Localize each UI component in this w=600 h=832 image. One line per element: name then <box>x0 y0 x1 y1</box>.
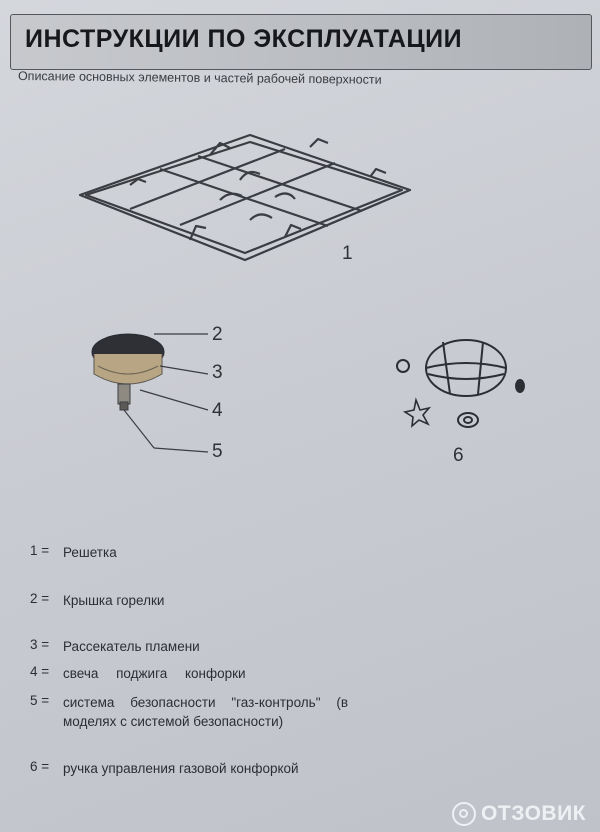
part-number-ignition-plug: 4 <box>212 400 223 421</box>
control-knob-illustration <box>396 339 525 428</box>
legend-number: 5 = <box>30 693 50 708</box>
legend-text: Крышка горелки <box>63 593 165 608</box>
page-subtitle: Описание основных элементов и частей раб… <box>17 69 382 87</box>
legend-text: ручка управления газовой конфоркой <box>63 761 299 776</box>
watermark: ОТЗОВИК <box>452 802 586 826</box>
legend-text: Рассекатель пламени <box>63 639 200 654</box>
grate-illustration <box>78 133 412 262</box>
page-title: ИНСТРУКЦИИ ПО ЭКСПЛУАТАЦИИ <box>25 25 463 53</box>
part-number-flame-spreader: 3 <box>212 362 223 383</box>
legend-text: Решетка <box>63 545 117 560</box>
legend-number: 4 = <box>30 664 50 679</box>
legend-number: 2 = <box>30 591 50 606</box>
part-number-burner-cap: 2 <box>212 324 223 345</box>
legend-number: 6 = <box>30 759 50 774</box>
legend-text: система безопасности "газ-контроль" (в м… <box>63 695 348 729</box>
legend-number: 1 = <box>30 543 50 558</box>
part-number-knob: 6 <box>453 445 464 466</box>
watermark-text: ОТЗОВИК <box>481 802 586 825</box>
part-number-safety-system: 5 <box>212 441 223 462</box>
burner-illustration <box>91 333 209 453</box>
legend-number: 3 = <box>30 637 50 652</box>
otzovik-logo-icon <box>452 802 477 826</box>
part-number-grate: 1 <box>342 243 353 264</box>
legend-text: свеча поджига конфорки <box>63 666 246 681</box>
header-bar: ИНСТРУКЦИИ ПО ЭКСПЛУАТАЦИИ <box>10 14 592 70</box>
